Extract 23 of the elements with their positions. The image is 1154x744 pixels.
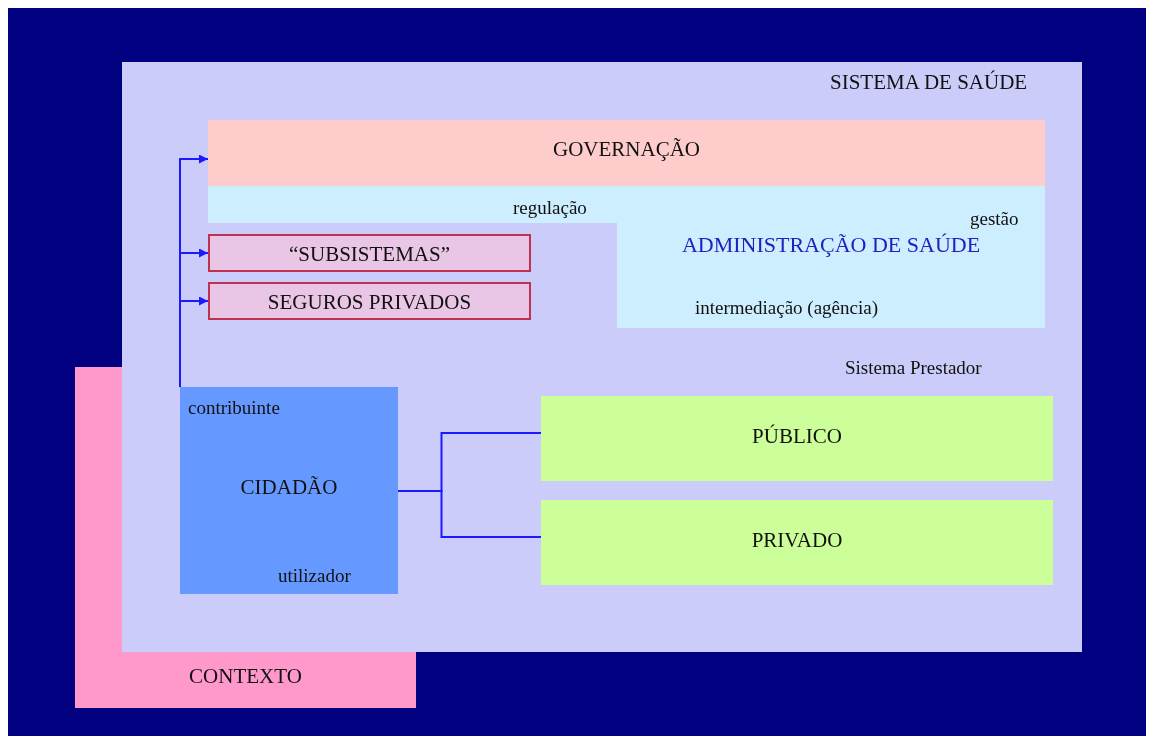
insurance-box — [208, 282, 531, 320]
public-box — [541, 396, 1053, 481]
role-label: contribuinte — [188, 397, 280, 419]
system-title: SISTEMA DE SAÚDE — [830, 70, 1028, 95]
subsystem-box — [208, 234, 531, 272]
node-label: CIDADÃO — [239, 475, 339, 500]
node-label: PÚBLICO — [751, 424, 843, 449]
administration-area — [208, 186, 1045, 328]
group-label: Sistema Prestador — [845, 357, 982, 379]
function-label: regulação — [513, 197, 587, 219]
node-label: intermediação (agência) — [695, 297, 879, 319]
node-label: SEGUROS PRIVADOS — [266, 290, 473, 315]
node-label: PRIVADO — [750, 528, 844, 553]
context-label: CONTEXTO — [188, 664, 303, 689]
node-label: GOVERNAÇÃO — [552, 137, 701, 162]
role-label: utilizador — [278, 565, 351, 587]
private-box — [541, 500, 1053, 585]
function-label: gestão — [970, 208, 1019, 230]
node-label: “SUBSISTEMAS” — [288, 242, 451, 267]
citizen-box — [180, 387, 398, 594]
node-label: ADMINISTRAÇÃO DE SAÚDE — [681, 231, 981, 259]
system-panel — [122, 62, 1082, 652]
governance-band — [208, 120, 1045, 186]
